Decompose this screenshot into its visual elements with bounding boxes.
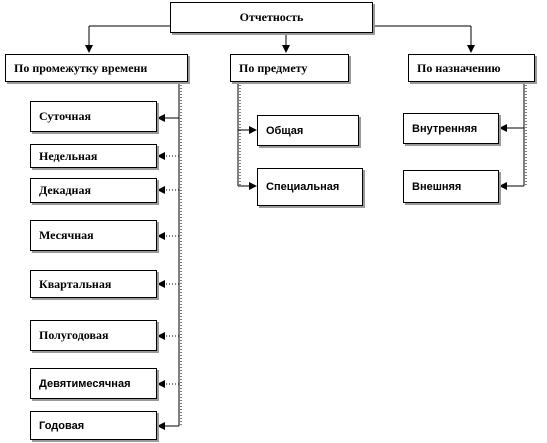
category-label-time: По промежутку времени: [14, 60, 148, 75]
subject-item-special: Специальная: [257, 168, 363, 206]
subject-item-label: Специальная: [266, 181, 340, 193]
category-box-purpose: По назначению: [408, 54, 535, 82]
purpose-item-label: Внешняя: [412, 180, 462, 193]
purpose-item-label: Внутренняя: [412, 122, 478, 135]
time-item-weekly: Недельная: [30, 144, 157, 168]
time-item-label: Годовая: [39, 419, 85, 432]
subject-item-general: Общая: [257, 115, 359, 146]
subject-item-label: Общая: [266, 124, 304, 137]
time-item-decade: Декадная: [30, 178, 157, 203]
category-box-subject: По предмету: [230, 54, 349, 82]
time-item-label: Месячная: [39, 228, 94, 242]
purpose-item-external: Внешняя: [403, 170, 499, 203]
time-item-daily: Суточная: [30, 101, 157, 132]
time-item-label: Полугодовая: [39, 328, 109, 342]
time-item-annual: Годовая: [30, 411, 157, 440]
time-item-label: Девятимесячная: [39, 377, 131, 390]
category-label-subject: По предмету: [239, 60, 308, 75]
time-item-label: Декадная: [39, 183, 91, 197]
time-item-nine-month: Девятимесячная: [30, 368, 157, 399]
time-item-label: Суточная: [39, 109, 91, 123]
root-label: Отчетность: [239, 10, 304, 24]
category-label-purpose: По назначению: [417, 60, 501, 75]
root-box: Отчетность: [170, 2, 373, 33]
time-item-label: Квартальная: [39, 276, 112, 291]
purpose-item-internal: Внутренняя: [403, 113, 499, 144]
time-item-label: Недельная: [39, 148, 98, 163]
time-item-half-year: Полугодовая: [30, 320, 157, 351]
category-box-time: По промежутку времени: [5, 54, 188, 82]
time-item-quarterly: Квартальная: [30, 270, 157, 298]
time-item-monthly: Месячная: [30, 220, 157, 251]
